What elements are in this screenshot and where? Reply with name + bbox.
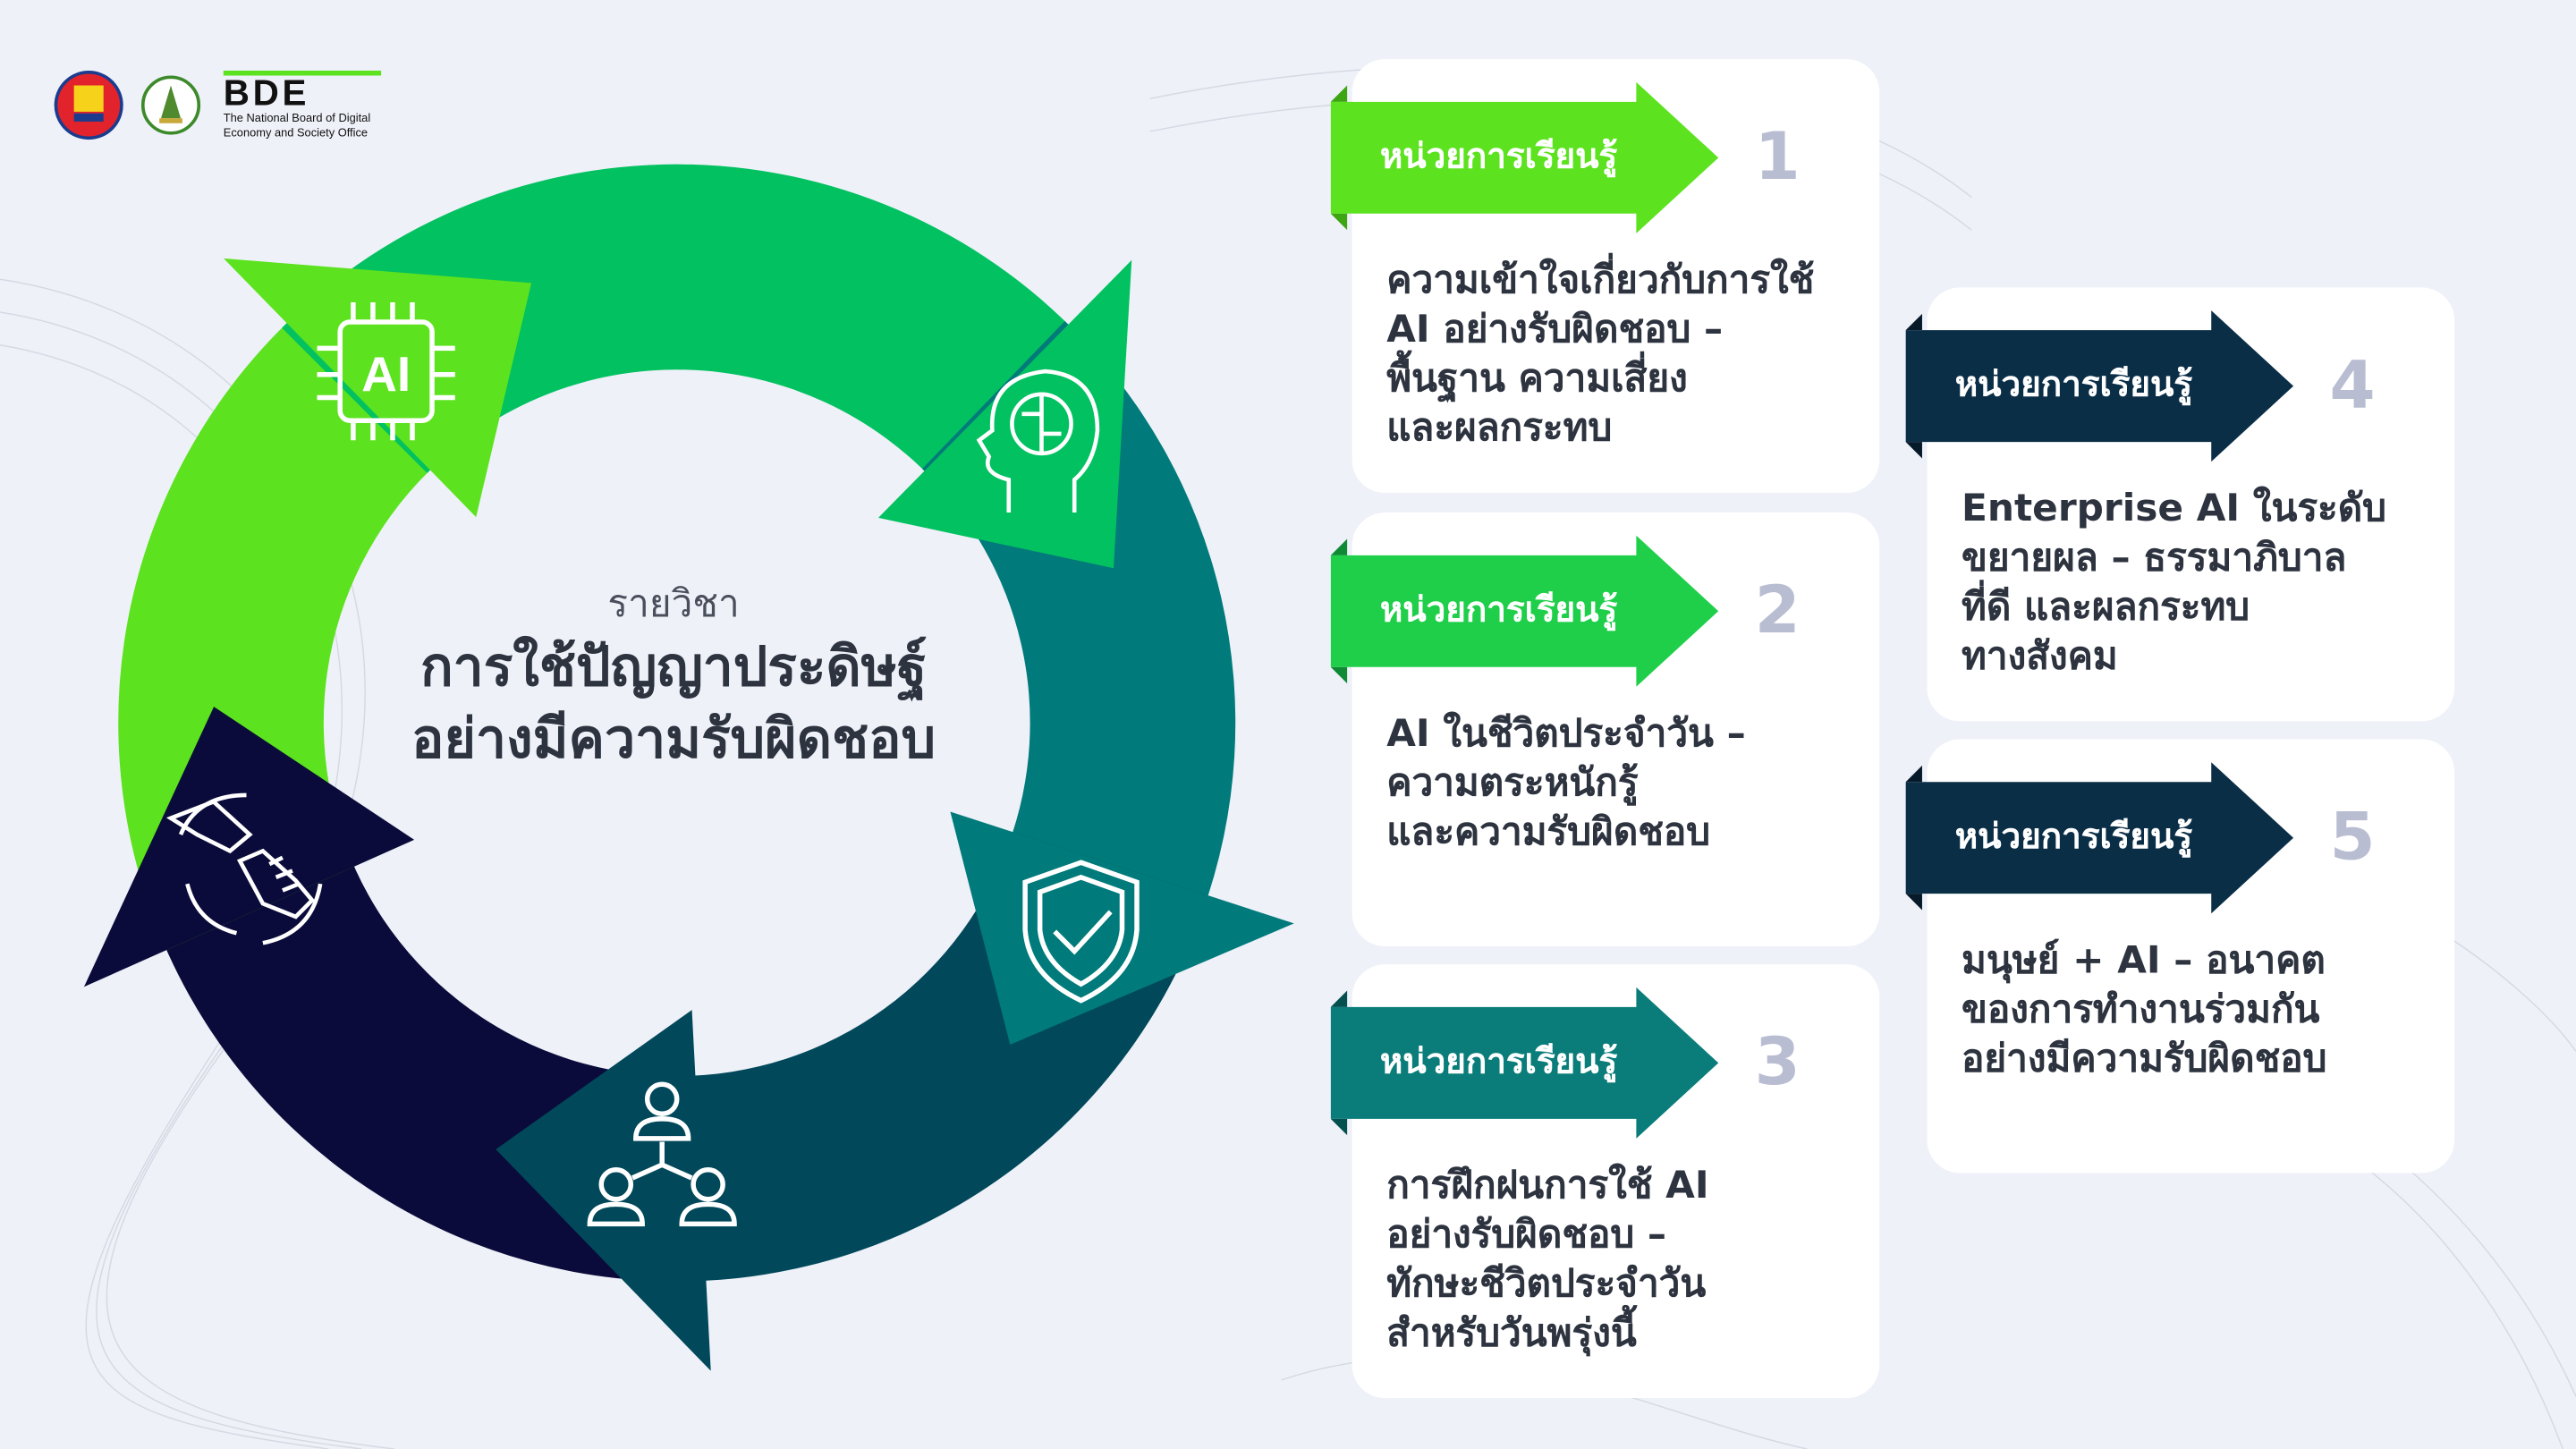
ministry-seal-logo [140,75,201,135]
unit-description: ความเข้าใจเกี่ยวกับการใช้ AI อย่างรับผิดช… [1386,257,1863,453]
banner-arrow-shape [1330,987,1719,1139]
banner-arrow-shape [1330,535,1719,687]
green-arrowhead [878,259,1132,569]
ai-chip-icon: AI [317,301,455,441]
unit-number: 2 [1754,573,1801,649]
learning-unit-card-2: หน่วยการเรียนรู้ 2 AI ในชีวิตประจำวัน – ค… [1330,513,1880,946]
banner-arrow-shape [1330,81,1719,233]
unit-description-line: ขยายผล – ธรรมาภิบาล [1962,537,2347,580]
course-title-line2: อย่างมีความรับผิดชอบ [411,706,936,771]
bde-logo: BDE The National Board of Digital Econom… [223,70,382,140]
learning-unit-card-1: หน่วยการเรียนรู้ 1 ความเข้าใจเกี่ยวกับกา… [1330,59,1880,494]
brain-head-icon [976,369,1100,513]
unit-description: มนุษย์ + AI – อนาคตของการทำงานร่วมกันอย่… [1962,936,2438,1084]
unit-banner-arrow: หน่วยการเรียนรู้ [1330,81,1725,233]
unit-number: 3 [1754,1025,1801,1101]
unit-description-line: สำหรับวันพรุ่งนี้ [1386,1312,1637,1356]
banner-arrow-shape [1905,762,2294,914]
unit-description-line: AI อย่างรับผิดชอบ – [1386,309,1724,352]
unit-description-line: การฝึกฝนการใช้ AI [1386,1165,1709,1208]
unit-description-line: ทักษะชีวิตประจำวัน [1386,1263,1707,1307]
learning-unit-card-4: หน่วยการเรียนรู้ 4 Enterprise AI ในระดับ… [1905,287,2455,722]
unit-number: 5 [2329,800,2376,876]
svg-text:AI: AI [361,346,411,402]
course-title-line1: การใช้ปัญญาประดิษฐ์ [419,633,928,699]
banner-arrow-shape [1905,310,2294,462]
unit-description-line: ทางสังคม [1962,635,2118,679]
logo-group: BDE The National Board of Digital Econom… [53,69,382,141]
unit-description: การฝึกฝนการใช้ AI อย่างรับผิดชอบ – ทักษะชี… [1386,1162,1863,1359]
unit-banner-arrow: หน่วยการเรียนรู้ [1905,762,2301,914]
unit-description-line: อย่างมีความรับผิดชอบ [1962,1038,2327,1081]
learning-unit-card-5: หน่วยการเรียนรู้ 5 มนุษย์ + AI – อนาคตขอ… [1905,739,2455,1174]
unit-description-line: ของการทำงานร่วมกัน [1962,988,2320,1032]
course-title-block: รายวิชา การใช้ปัญญาประดิษฐ์ อย่างมีความร… [345,579,1003,775]
bde-name-line1: The National Board of Digital [223,112,371,124]
people-network-icon [587,1081,737,1227]
unit-description-line: พื้นฐาน ความเสี่ยง [1386,358,1688,402]
unit-label: หน่วยการเรียนรู้ [1954,816,2193,856]
unit-description-line: และความรับผิดชอบ [1386,811,1711,855]
handshake-robot-icon [165,792,323,945]
bde-name-line2: Economy and Society Office [223,127,369,140]
unit-number: 4 [2329,348,2376,424]
unit-description: Enterprise AI ในระดับขยายผล – ธรรมาภิบาล… [1962,485,2438,682]
unit-label: หน่วยการเรียนรู้ [1954,364,2193,404]
unit-description: AI ในชีวิตประจำวัน – ความตระหนักรู้และควา… [1386,709,1863,857]
bde-wordmark: BDE [223,70,382,111]
unit-banner-arrow: หน่วยการเรียนรู้ [1905,310,2301,462]
navy-arrowhead [83,707,415,987]
unit-description-line: Enterprise AI ในระดับ [1962,487,2386,531]
unit-description-line: ความเข้าใจเกี่ยวกับการใช้ [1386,259,1815,302]
shield-check-icon [1022,860,1140,1004]
subject-label: รายวิชา [607,583,740,626]
unit-label: หน่วยการเรียนรู้ [1379,1041,1618,1081]
unit-number: 1 [1754,120,1801,196]
unit-label: หน่วยการเรียนรู้ [1379,589,1618,630]
unit-description-line: ความตระหนักรู้ [1386,762,1639,805]
unit-description-line: มนุษย์ + AI – อนาคต [1962,939,2326,983]
unit-description-line: และผลกระทบ [1386,407,1613,451]
light-green-arrowhead [224,258,532,518]
unit-description-line: AI ในชีวิตประจำวัน – [1386,713,1746,756]
unit-banner-arrow: หน่วยการเรียนรู้ [1330,535,1725,687]
unit-description-line: ที่ดี และผลกระทบ [1962,586,2250,630]
unit-label: หน่วยการเรียนรู้ [1379,136,1618,176]
unit-banner-arrow: หน่วยการเรียนรู้ [1330,987,1725,1139]
asean-logo [54,70,123,140]
learning-unit-card-3: หน่วยการเรียนรู้ 3 การฝึกฝนการใช้ AI อย่า… [1330,964,1880,1399]
unit-description-line: อย่างรับผิดชอบ – [1386,1214,1667,1258]
